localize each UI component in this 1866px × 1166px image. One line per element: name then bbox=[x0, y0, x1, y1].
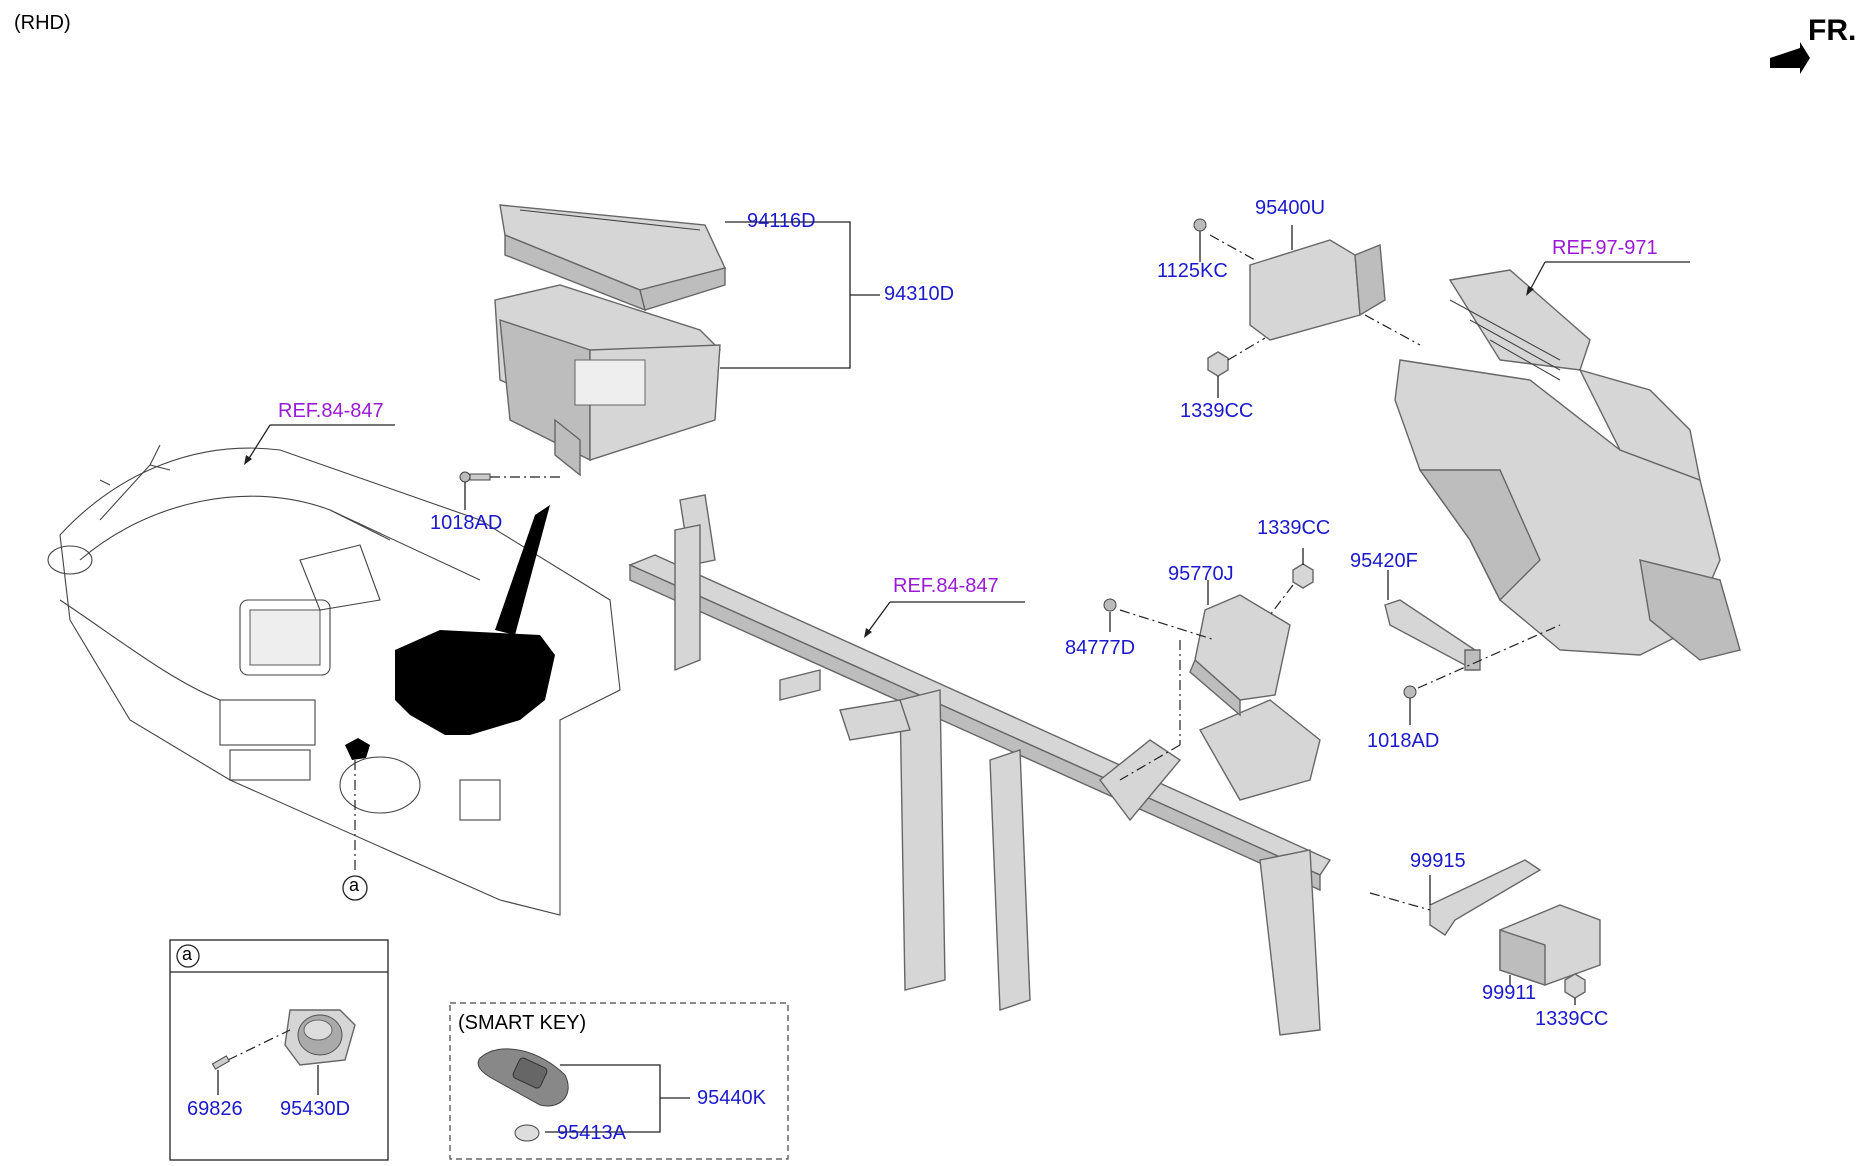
part-label-69826: 69826 bbox=[187, 1098, 243, 1120]
part-label-1018AD-right: 1018AD bbox=[1367, 730, 1440, 752]
part-label-1125KC: 1125KC bbox=[1157, 260, 1228, 282]
part-label-1339CC-top: 1339CC bbox=[1180, 400, 1254, 422]
front-arrow-icon bbox=[1770, 42, 1810, 74]
part-94310D-box bbox=[494, 284, 721, 477]
part-label-95413A: 95413A bbox=[557, 1122, 626, 1144]
variant-label: (RHD) bbox=[14, 12, 71, 34]
detail-a-box bbox=[169, 939, 389, 1161]
part-95440K-smart-key bbox=[477, 1048, 569, 1107]
part-label-99915: 99915 bbox=[1410, 850, 1466, 872]
part-label-99911: 99911 bbox=[1482, 982, 1537, 1004]
dashboard-outline bbox=[47, 444, 621, 916]
part-label-1018AD-left: 1018AD bbox=[430, 512, 503, 534]
part-label-95770J: 95770J bbox=[1168, 563, 1234, 585]
part-95430D-start-button bbox=[284, 1009, 356, 1066]
part-label-95430D: 95430D bbox=[280, 1098, 351, 1120]
ref-dash-panel: REF.84-847 bbox=[278, 400, 384, 422]
part-label-1339CC-mid: 1339CC bbox=[1257, 517, 1331, 539]
part-99911-module bbox=[1499, 904, 1601, 986]
screw-1018AD-left bbox=[459, 471, 491, 483]
part-99915-bracket bbox=[1429, 859, 1542, 936]
part-label-84777D: 84777D bbox=[1065, 637, 1136, 659]
part-label-95400U: 95400U bbox=[1255, 197, 1326, 219]
part-95770J-module bbox=[1189, 594, 1291, 717]
part-95420F-bracket bbox=[1384, 599, 1481, 671]
part-95400U-module bbox=[1249, 239, 1386, 341]
crossbar-frame bbox=[628, 494, 1332, 1036]
detail-a-box-marker: a bbox=[182, 944, 193, 964]
smart-key-box bbox=[449, 1002, 789, 1160]
detail-a-marker: a bbox=[349, 875, 360, 895]
ref-crossbar: REF.84-847 bbox=[893, 575, 999, 597]
hvac-unit bbox=[1394, 269, 1741, 661]
part-95413A-battery bbox=[514, 1124, 540, 1142]
part-label-1339CC-bottom: 1339CC bbox=[1535, 1008, 1609, 1030]
part-label-94310D: 94310D bbox=[884, 283, 955, 305]
ref-hvac: REF.97-971 bbox=[1552, 237, 1658, 259]
part-label-94116D: 94116D bbox=[747, 210, 816, 232]
part-label-95440K: 95440K bbox=[697, 1087, 766, 1109]
part-label-95420F: 95420F bbox=[1350, 550, 1418, 572]
smart-key-title: (SMART KEY) bbox=[458, 1012, 587, 1034]
part-94116D-cover bbox=[499, 204, 726, 312]
front-direction-label: FR. bbox=[1808, 14, 1857, 47]
